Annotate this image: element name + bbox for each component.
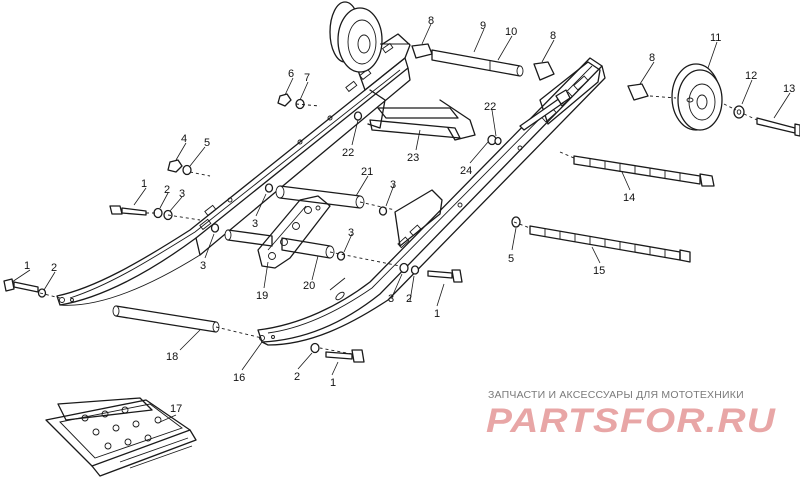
callout-24: 24 [460,165,472,177]
washers-24 [487,134,502,146]
callout-3: 3 [200,260,206,272]
callout-17: 17 [170,403,182,415]
misc-washers [210,111,521,261]
callout-13: 13 [783,83,795,95]
left-rear-idler-wheel [329,1,410,73]
callout-11: 11 [710,32,721,44]
callout-labels: 1 2 3 4 5 6 7 8 9 10 8 8 11 12 13 14 15 … [24,15,795,415]
shaft-20 [281,237,335,259]
callout-2: 2 [51,262,57,274]
spacer-8-left [411,43,433,59]
bolt-1-upper-left [109,205,147,216]
callout-1: 1 [141,178,147,190]
washer-12 [733,105,745,119]
callout-6: 6 [288,68,294,80]
spacer-8-right [627,83,649,101]
shaft-15 [529,225,691,263]
callout-2: 2 [164,184,170,196]
skid-frame-17 [45,397,197,477]
callout-8: 8 [428,15,434,27]
bolt-1-lower-right [310,342,365,363]
callout-15: 15 [593,265,605,277]
shaft-21 [275,185,365,209]
callout-22: 22 [484,101,496,113]
callout-3: 3 [252,218,258,230]
callout-leaders [11,23,791,423]
bolt-1-lower-left [3,278,47,298]
callout-4: 4 [181,133,187,145]
partsfor-logo: PARTSFOR.RU [486,402,777,440]
callout-3: 3 [179,188,185,200]
right-rail [257,57,606,346]
washer-5-upper [182,164,192,176]
callout-18: 18 [166,351,178,363]
callout-9: 9 [480,20,486,32]
callout-23: 23 [407,152,419,164]
callout-19: 19 [256,290,268,302]
callout-1: 1 [24,260,30,272]
spacer-tube-left [224,229,273,247]
watermark-tagline: ЗАПЧАСТИ И АКСЕССУАРЫ ДЛЯ МОТОТЕХНИКИ [488,389,744,401]
callout-1: 1 [330,377,336,389]
callout-2: 2 [406,293,412,305]
shaft-14 [573,155,715,187]
callout-21: 21 [361,166,373,178]
nut-4 [167,159,183,173]
callout-20: 20 [303,280,315,292]
left-rail [56,33,411,306]
callout-12: 12 [745,70,757,82]
callout-5: 5 [508,253,514,265]
tube-18 [112,305,220,333]
spacer-8-mid [533,61,555,81]
callout-3: 3 [388,293,394,305]
callout-3: 3 [390,179,396,191]
right-rear-idler-wheel [671,63,723,131]
callout-1: 1 [434,308,440,320]
callout-22: 22 [342,147,354,159]
callout-3: 3 [348,227,354,239]
rear-axle-9-10 [431,49,524,77]
callout-8: 8 [550,30,556,42]
callout-2: 2 [294,371,300,383]
callout-5: 5 [204,137,210,149]
assembly-lines [39,95,758,355]
bolt-13 [756,117,800,137]
link-plate-19 [257,195,331,269]
nut-6 [277,93,292,107]
bolt-22-right [519,89,571,131]
callout-8: 8 [649,52,655,64]
washers-2-3-upper-left [153,207,173,221]
callout-10: 10 [505,26,517,38]
callout-16: 16 [233,372,245,384]
bolt-1-mid-right [399,262,463,283]
callout-14: 14 [623,192,635,204]
rear-cross-shaft-23 [367,89,476,141]
callout-7: 7 [304,72,310,84]
